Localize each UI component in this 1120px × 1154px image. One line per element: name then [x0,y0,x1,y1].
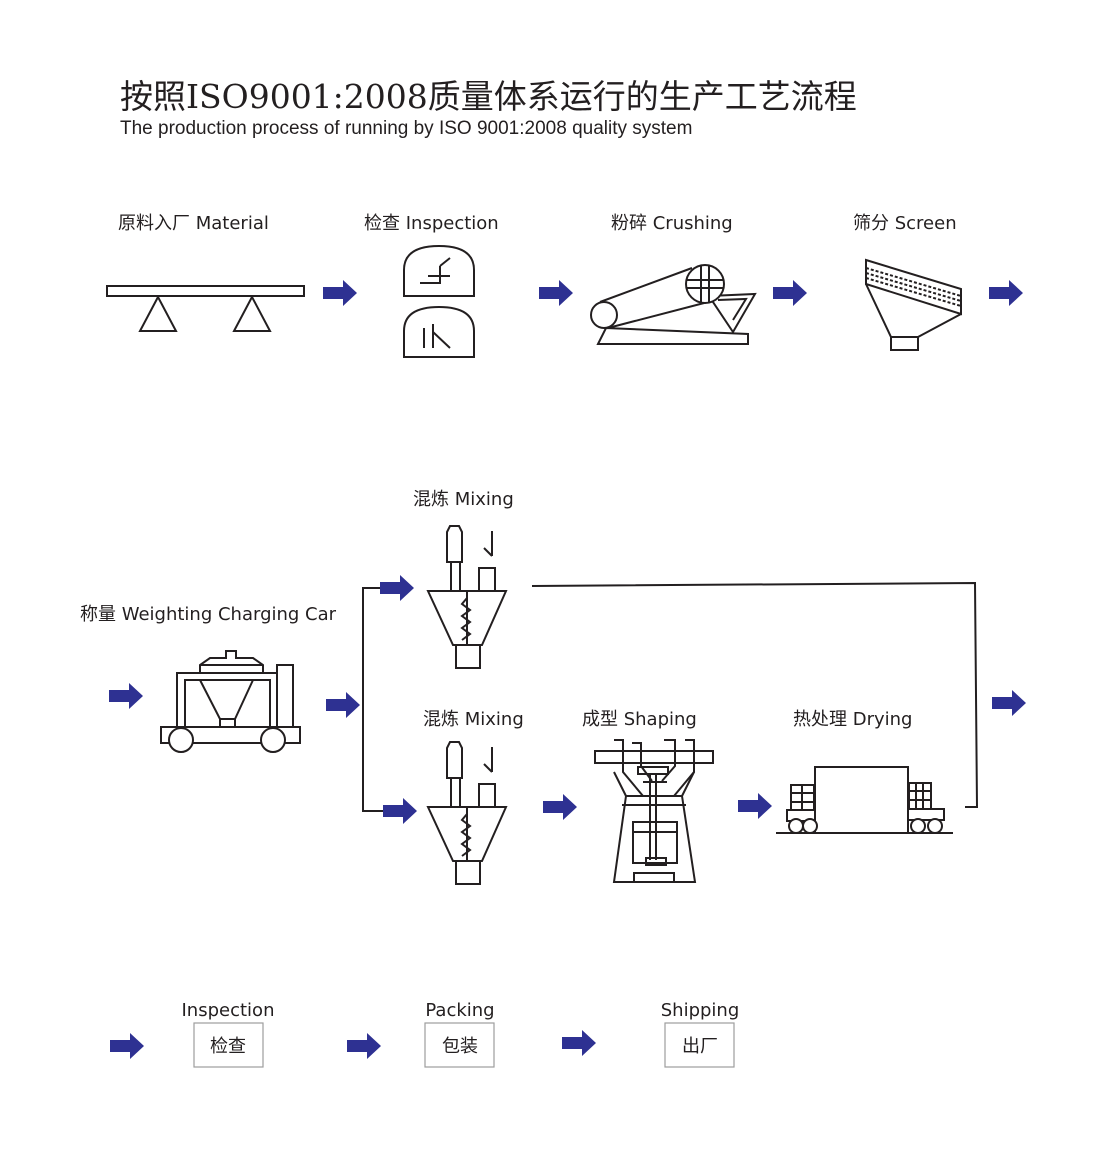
arrow-icon [738,793,772,819]
final-step-label-en: Packing [425,1000,494,1021]
press-icon [594,739,714,883]
final-step-label-cn: 出厂 [682,1036,718,1057]
final-step-label-en: Shipping [661,1000,740,1021]
page-title: 按照ISO9001:2008质量体系运行的生产工艺流程 [120,77,857,116]
step-label-mixing-bottom: 混炼 Mixing [423,709,524,730]
step-label-crushing: 粉碎 Crushing [611,213,733,234]
return-connector [531,581,979,808]
final-step-packing: Packing 包装 [424,1000,495,1068]
scale-icon [106,285,305,332]
step-label-weighting: 称量 Weighting Charging Car [80,604,337,625]
mixer-icon-bottom [426,741,508,885]
crusher-icon [590,264,757,345]
arrow-icon [992,690,1026,716]
arrow-icon [562,1030,596,1056]
step-label-material: 原料入厂 Material [118,213,269,234]
arrow-icon [326,692,360,718]
step-label-screen: 筛分 Screen [853,213,957,234]
final-step-label-cn: 检查 [210,1036,246,1057]
arrow-icon [110,1033,144,1059]
arrow-icon [347,1033,381,1059]
arrow-icon [383,798,417,824]
mixer-icon-top [426,525,508,669]
inspection-icon [403,244,475,358]
step-label-mixing-top: 混炼 Mixing [413,489,514,510]
screen-icon [865,258,962,351]
step-label-inspection: 检查 Inspection [364,213,499,234]
arrow-icon [109,683,143,709]
arrow-icon [323,280,357,306]
arrow-icon [989,280,1023,306]
page-subtitle: The production process of running by ISO… [120,118,692,139]
final-step-label-cn: 包装 [442,1036,478,1057]
branch-connector [362,587,383,812]
arrow-icon [380,575,414,601]
charging-car-icon [160,650,301,753]
step-label-drying: 热处理 Drying [793,709,912,730]
arrow-icon [543,794,577,820]
arrow-icon [773,280,807,306]
arrow-icon [539,280,573,306]
step-label-shaping: 成型 Shaping [582,709,697,730]
kiln-icon [776,766,953,834]
final-step-label-en: Inspection [182,1000,275,1021]
final-step-inspection: Inspection 检查 [182,1000,275,1068]
final-step-shipping: Shipping 出厂 [661,1000,740,1068]
